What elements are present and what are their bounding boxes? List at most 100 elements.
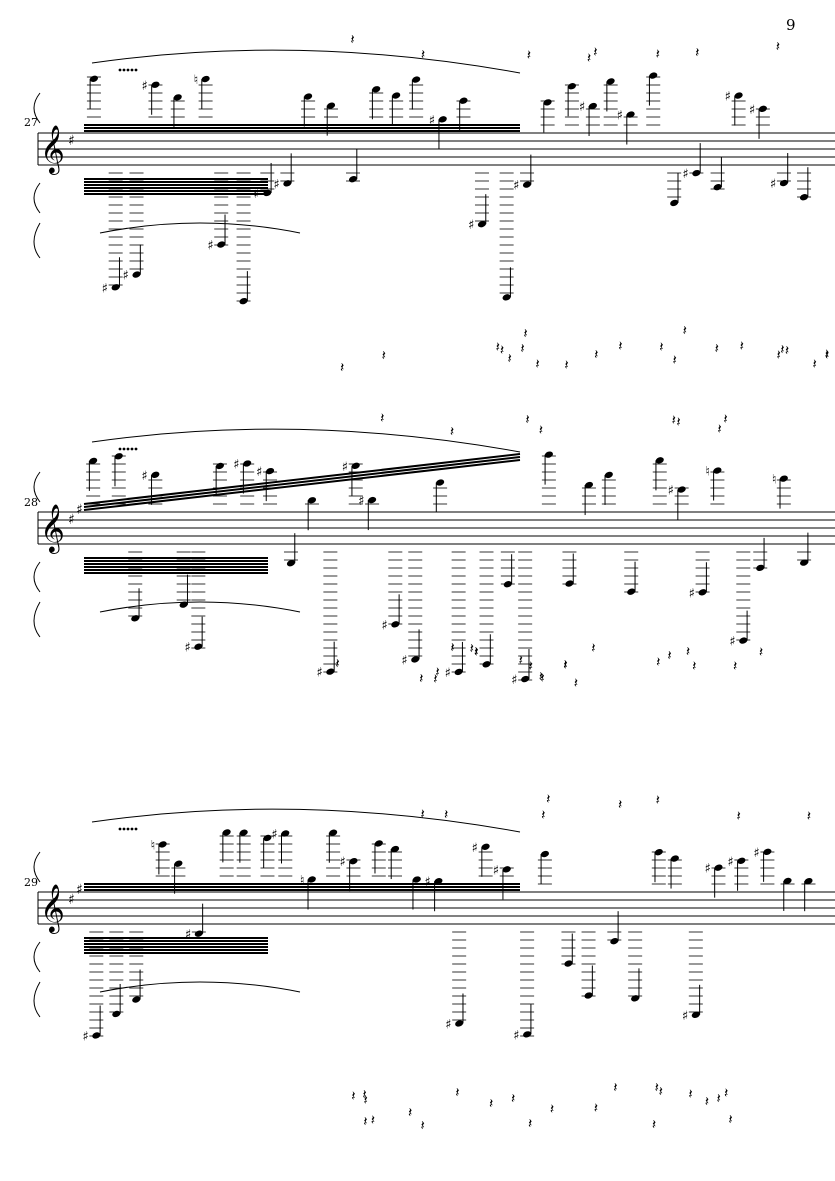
rest-icon: 𝄽 bbox=[686, 644, 690, 660]
notehead-icon bbox=[201, 75, 210, 83]
notehead-icon bbox=[349, 857, 358, 865]
sharp-icon: ♯ bbox=[273, 177, 279, 192]
notehead-icon bbox=[779, 179, 788, 187]
rest-icon: 𝄽 bbox=[564, 357, 568, 373]
treble-clef-icon: 𝄞 bbox=[40, 883, 65, 934]
sharp-icon: ♯ bbox=[342, 460, 348, 475]
sharp-icon: ♯ bbox=[668, 484, 674, 499]
augmentation-dot bbox=[118, 447, 122, 451]
sharp-icon: ♯ bbox=[141, 469, 147, 484]
sharp-icon: ♯ bbox=[141, 79, 147, 94]
rest-icon: 𝄽 bbox=[520, 341, 524, 357]
notehead-icon bbox=[283, 180, 292, 187]
notehead-icon bbox=[455, 1020, 464, 1027]
notehead-icon bbox=[540, 850, 549, 858]
notehead-icon bbox=[215, 462, 225, 470]
rest-icon: 𝄽 bbox=[655, 1080, 659, 1096]
notehead-icon bbox=[89, 457, 98, 465]
sharp-icon: ♯ bbox=[271, 827, 277, 842]
notehead-icon bbox=[412, 76, 421, 83]
sharp-icon: ♯ bbox=[76, 882, 83, 898]
notehead-icon bbox=[286, 560, 296, 567]
rest-icon: 𝄽 bbox=[444, 807, 448, 823]
rest-icon: 𝄽 bbox=[656, 46, 660, 62]
slur-icon bbox=[33, 981, 41, 1018]
slur-icon bbox=[33, 601, 41, 638]
notehead-icon bbox=[477, 220, 487, 228]
sharp-icon: ♯ bbox=[727, 855, 733, 870]
augmentation-dot bbox=[130, 68, 134, 72]
rest-icon: 𝄽 bbox=[728, 1112, 732, 1128]
rest-icon: 𝄽 bbox=[659, 339, 663, 355]
rest-icon: 𝄽 bbox=[740, 339, 744, 355]
rest-icon: 𝄽 bbox=[723, 411, 727, 427]
sharp-icon: ♯ bbox=[511, 673, 517, 688]
notehead-icon bbox=[151, 81, 160, 88]
sharp-icon: ♯ bbox=[185, 928, 191, 943]
rest-icon: 𝄽 bbox=[683, 323, 687, 339]
rest-icon: 𝄽 bbox=[450, 424, 454, 440]
notehead-icon bbox=[132, 271, 141, 278]
slur-icon bbox=[91, 49, 521, 74]
slur-icon bbox=[91, 808, 521, 833]
rest-icon: 𝄽 bbox=[474, 645, 478, 661]
notehead-icon bbox=[631, 995, 640, 1002]
rest-icon: 𝄽 bbox=[594, 1101, 598, 1117]
rest-icon: 𝄽 bbox=[736, 809, 740, 825]
augmentation-dot bbox=[126, 68, 130, 72]
notehead-icon bbox=[544, 451, 553, 458]
rest-icon: 𝄽 bbox=[785, 343, 789, 359]
notehead-icon bbox=[502, 294, 511, 301]
sharp-icon: ♯ bbox=[493, 863, 499, 878]
rest-icon: 𝄽 bbox=[362, 1087, 366, 1103]
notehead-icon bbox=[281, 830, 290, 837]
rest-icon: 𝄽 bbox=[433, 671, 437, 687]
augmentation-dot bbox=[130, 447, 134, 451]
sharp-icon: ♯ bbox=[749, 103, 755, 118]
notehead-icon bbox=[713, 184, 722, 191]
notehead-icon bbox=[329, 829, 338, 836]
notehead-icon bbox=[374, 840, 383, 847]
rest-icon: 𝄽 bbox=[507, 351, 511, 367]
notehead-icon bbox=[502, 866, 511, 873]
rest-icon: 𝄽 bbox=[525, 412, 529, 428]
natural-icon: ♮ bbox=[300, 873, 305, 888]
slur-icon bbox=[33, 851, 41, 883]
rest-icon: 𝄽 bbox=[780, 342, 784, 358]
notehead-icon bbox=[521, 675, 530, 683]
sharp-icon: ♯ bbox=[682, 1009, 688, 1024]
sharp-icon: ♯ bbox=[401, 653, 407, 668]
rest-icon: 𝄽 bbox=[587, 50, 591, 66]
rest-icon: 𝄽 bbox=[546, 792, 550, 808]
notehead-icon bbox=[800, 559, 809, 566]
notehead-icon bbox=[390, 845, 400, 853]
rest-icon: 𝄽 bbox=[695, 45, 699, 61]
rest-icon: 𝄽 bbox=[807, 808, 811, 824]
notehead-icon bbox=[194, 930, 203, 937]
treble-clef-icon: 𝄞 bbox=[40, 124, 65, 175]
notehead-icon bbox=[799, 194, 809, 201]
augmentation-dot bbox=[118, 68, 122, 72]
notehead-icon bbox=[714, 864, 723, 871]
rest-icon: 𝄽 bbox=[421, 47, 425, 63]
rest-icon: 𝄽 bbox=[652, 1117, 656, 1133]
rest-icon: 𝄽 bbox=[759, 644, 763, 660]
notehead-icon bbox=[222, 829, 231, 836]
slur-icon bbox=[99, 981, 301, 993]
notehead-icon bbox=[391, 621, 400, 628]
sharp-icon: ♯ bbox=[513, 179, 519, 194]
rest-icon: 𝄽 bbox=[593, 45, 597, 61]
slur-icon bbox=[99, 601, 301, 613]
rest-icon: 𝄽 bbox=[676, 415, 680, 431]
rest-icon: 𝄽 bbox=[408, 1105, 412, 1121]
notehead-icon bbox=[482, 661, 491, 668]
rest-icon: 𝄽 bbox=[351, 1088, 355, 1104]
sharp-icon: ♯ bbox=[770, 177, 776, 192]
notehead-icon bbox=[368, 496, 377, 504]
rest-icon: 𝄽 bbox=[563, 658, 567, 674]
notehead-icon bbox=[326, 102, 336, 109]
sharp-icon: ♯ bbox=[689, 586, 695, 601]
notehead-icon bbox=[604, 471, 613, 479]
notehead-icon bbox=[691, 1011, 700, 1018]
rest-icon: 𝄽 bbox=[519, 652, 523, 668]
